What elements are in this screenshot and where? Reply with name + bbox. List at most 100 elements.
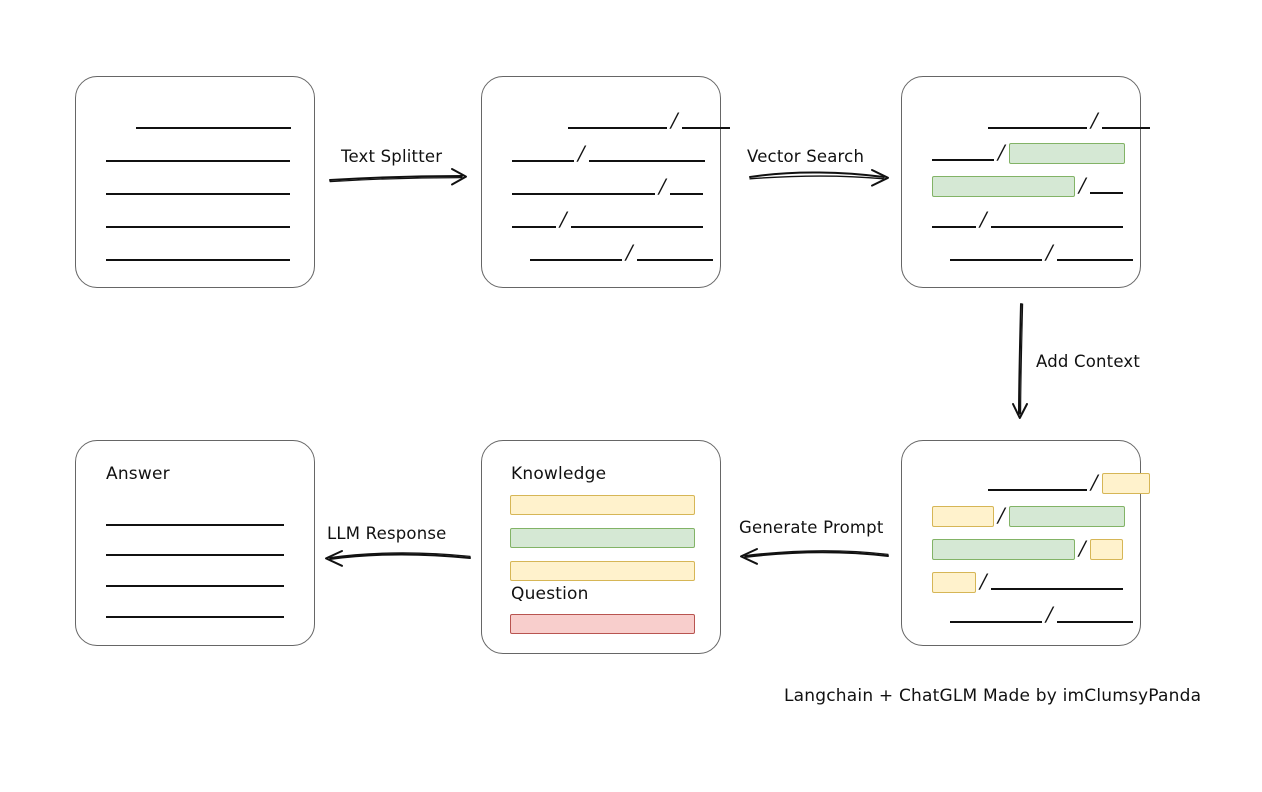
chunk-row: / [932, 503, 1125, 527]
slash-separator: / [980, 569, 987, 593]
chunk-row: / [932, 241, 1133, 263]
text-line [988, 127, 1087, 129]
text-line [636, 259, 713, 261]
slash-separator: / [998, 503, 1005, 527]
chunk-row: / [512, 109, 730, 131]
answer-row [106, 567, 284, 589]
text-line [106, 554, 284, 556]
slash-separator: / [1091, 470, 1098, 494]
text-line [512, 193, 655, 195]
slash-separator: / [560, 207, 567, 231]
arrow-add-context [1012, 303, 1028, 419]
text-line [1089, 192, 1123, 194]
slash-separator: / [1079, 173, 1086, 197]
text-line [1056, 621, 1133, 623]
text-line [681, 127, 730, 129]
arrow-label-llm-response: LLM Response [327, 524, 447, 543]
slash-separator: / [1046, 602, 1053, 626]
box-answer[interactable]: Answer [75, 440, 315, 646]
slash-separator: / [1079, 536, 1086, 560]
chunk-row: / [932, 109, 1150, 131]
slash-separator: / [1046, 240, 1053, 264]
text-line [990, 226, 1123, 228]
chunk-row: / [932, 140, 1125, 164]
text-line [106, 259, 290, 261]
box-matched-chunks[interactable]: / / / / / [901, 76, 1150, 288]
text-line [950, 621, 1042, 623]
context-chunk-highlight [1089, 539, 1123, 560]
chunk-row: / [932, 536, 1123, 560]
text-line [106, 226, 290, 228]
answer-row [106, 536, 284, 558]
text-line [1101, 127, 1150, 129]
knowledge-bar [510, 561, 695, 581]
arrow-label-vector-search: Vector Search [747, 147, 865, 166]
chunk-row: / [512, 208, 703, 230]
chunk-row: / [512, 241, 713, 263]
text-line [512, 160, 574, 162]
text-line [570, 226, 703, 228]
text-line [530, 259, 622, 261]
chunk-row: / [932, 470, 1150, 494]
matched-chunk-highlight [1008, 506, 1125, 527]
arrow-vector-search [749, 169, 889, 187]
answer-label: Answer [106, 464, 170, 484]
arrow-label-generate-prompt: Generate Prompt [739, 518, 884, 537]
text-line [512, 226, 556, 228]
text-line [990, 588, 1123, 590]
text-line [1056, 259, 1133, 261]
arrow-text-splitter [329, 168, 467, 186]
slash-separator: / [671, 108, 678, 132]
slash-separator: / [659, 174, 666, 198]
text-line [106, 193, 290, 195]
arrow-label-text-splitter: Text Splitter [341, 147, 443, 166]
text-line [669, 193, 703, 195]
doc-row [106, 142, 290, 164]
answer-row [106, 506, 284, 528]
slash-separator: / [1091, 108, 1098, 132]
arrow-llm-response [325, 550, 471, 567]
chunk-row: / [512, 142, 705, 164]
box-prompt[interactable]: Knowledge Question [481, 440, 721, 654]
box-split-chunks[interactable]: / / / / / [481, 76, 730, 288]
slash-separator: / [578, 141, 585, 165]
answer-row [106, 598, 284, 620]
question-label: Question [511, 584, 589, 604]
text-line [106, 160, 290, 162]
text-line [950, 259, 1042, 261]
question-bar [510, 614, 695, 634]
context-chunk-highlight [932, 572, 976, 593]
box-context-chunks[interactable]: / / / / / [901, 440, 1150, 646]
knowledge-label: Knowledge [511, 464, 607, 484]
slash-separator: / [998, 140, 1005, 164]
context-chunk-highlight [1101, 473, 1150, 494]
knowledge-bar [510, 528, 695, 548]
chunk-row: / [932, 208, 1123, 230]
text-line [568, 127, 667, 129]
text-line [932, 226, 976, 228]
chunk-row: / [932, 569, 1123, 593]
doc-row [106, 175, 290, 197]
arrow-generate-prompt [740, 548, 889, 565]
slash-separator: / [626, 240, 633, 264]
chunk-row: / [932, 173, 1123, 197]
box-source-document[interactable] [75, 76, 315, 288]
chunk-row: / [512, 175, 703, 197]
doc-row [106, 208, 290, 230]
text-line [988, 489, 1087, 491]
text-line [106, 585, 284, 587]
doc-row [106, 241, 290, 263]
diagram-caption: Langchain + ChatGLM Made by imClumsyPand… [784, 686, 1202, 706]
text-line [932, 159, 994, 161]
text-line [106, 524, 284, 526]
slash-separator: / [980, 207, 987, 231]
matched-chunk-highlight [932, 539, 1075, 560]
matched-chunk-highlight [1008, 143, 1125, 164]
doc-row [136, 109, 291, 131]
text-line [588, 160, 705, 162]
arrow-label-add-context: Add Context [1036, 352, 1141, 371]
knowledge-bar [510, 495, 695, 515]
context-chunk-highlight [932, 506, 994, 527]
chunk-row: / [932, 603, 1133, 625]
